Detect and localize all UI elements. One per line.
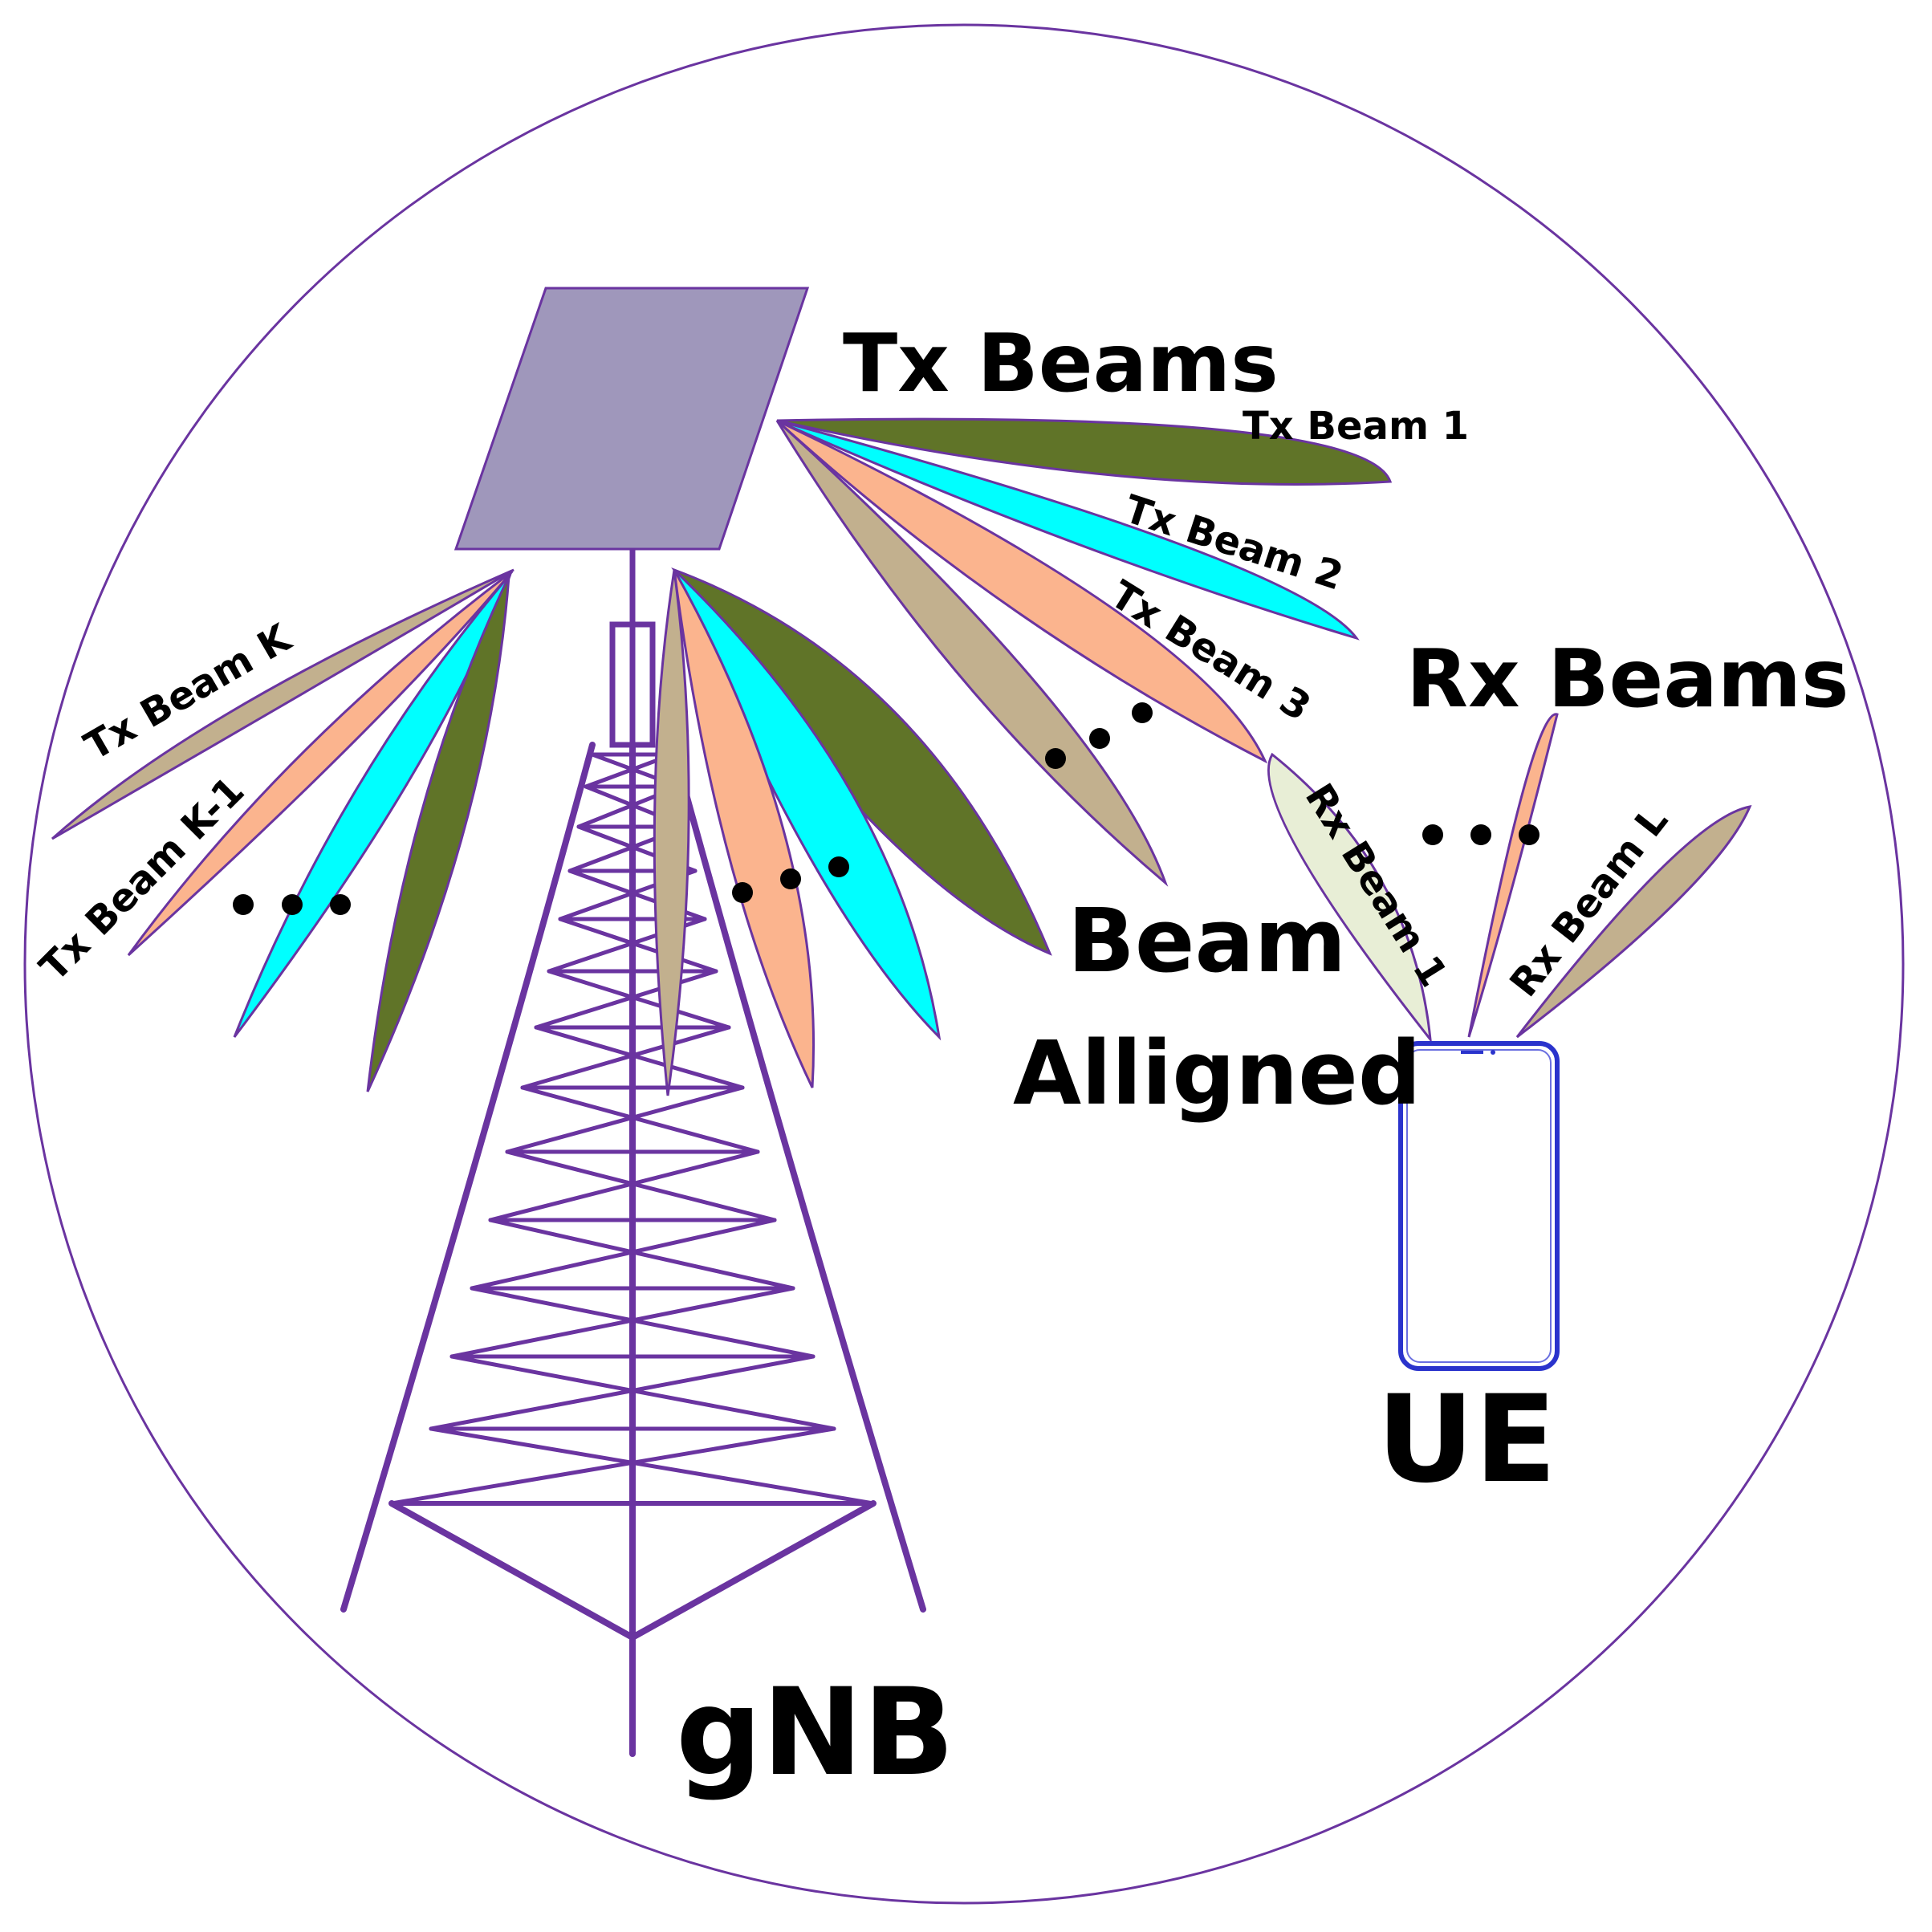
- ue-label: UE: [1377, 1370, 1556, 1510]
- right-tx-ellipsis-icon: [1045, 702, 1153, 769]
- beam-aligned-line1: Beam: [1068, 889, 1346, 992]
- center-tx-beams: [653, 567, 1052, 1096]
- tx-beam-1: [776, 417, 1393, 486]
- gnb-label: gNB: [676, 1663, 954, 1803]
- center-ellipsis-icon: [732, 856, 849, 903]
- rx-beams: [1267, 713, 1752, 1043]
- beam-aligned-line2: Alligned: [1013, 1022, 1422, 1125]
- center-beam-salmon: [673, 569, 816, 1088]
- ellipsis-dots: [233, 702, 1539, 915]
- gnb-tower: [340, 621, 926, 1757]
- rx-beams-heading: Rx Beams: [1406, 632, 1849, 726]
- left-ellipsis-icon: [233, 894, 351, 915]
- antenna-panel: [454, 287, 810, 551]
- rx-beam-1: [1267, 752, 1433, 1043]
- tx-beams-heading: Tx Beams: [843, 316, 1279, 410]
- coverage-circle: [23, 23, 1905, 1905]
- rx-beam-middle: [1467, 713, 1559, 1038]
- tx-beam-k: [51, 568, 515, 840]
- left-beam-cyan: [233, 573, 512, 1038]
- center-beam-tan: [653, 569, 690, 1096]
- right-tx-beams: [775, 417, 1393, 887]
- tx-beam-k-minus-1: [127, 570, 514, 957]
- left-beam-olive: [366, 576, 510, 1092]
- tx-beam-3: [775, 419, 1268, 764]
- rx-ellipsis-icon: [1422, 824, 1539, 845]
- right-beam-tan: [775, 419, 1169, 887]
- rx-beam-l: [1515, 805, 1752, 1039]
- tx-beam-k-minus-1-label: Tx Beam K-1: [31, 768, 253, 990]
- tx-beam-1-label: Tx Beam 1: [1243, 404, 1469, 449]
- ue-phone-icon: [1398, 1041, 1560, 1371]
- tx-beam-2: [776, 419, 1360, 641]
- left-tx-beams: [51, 568, 515, 1092]
